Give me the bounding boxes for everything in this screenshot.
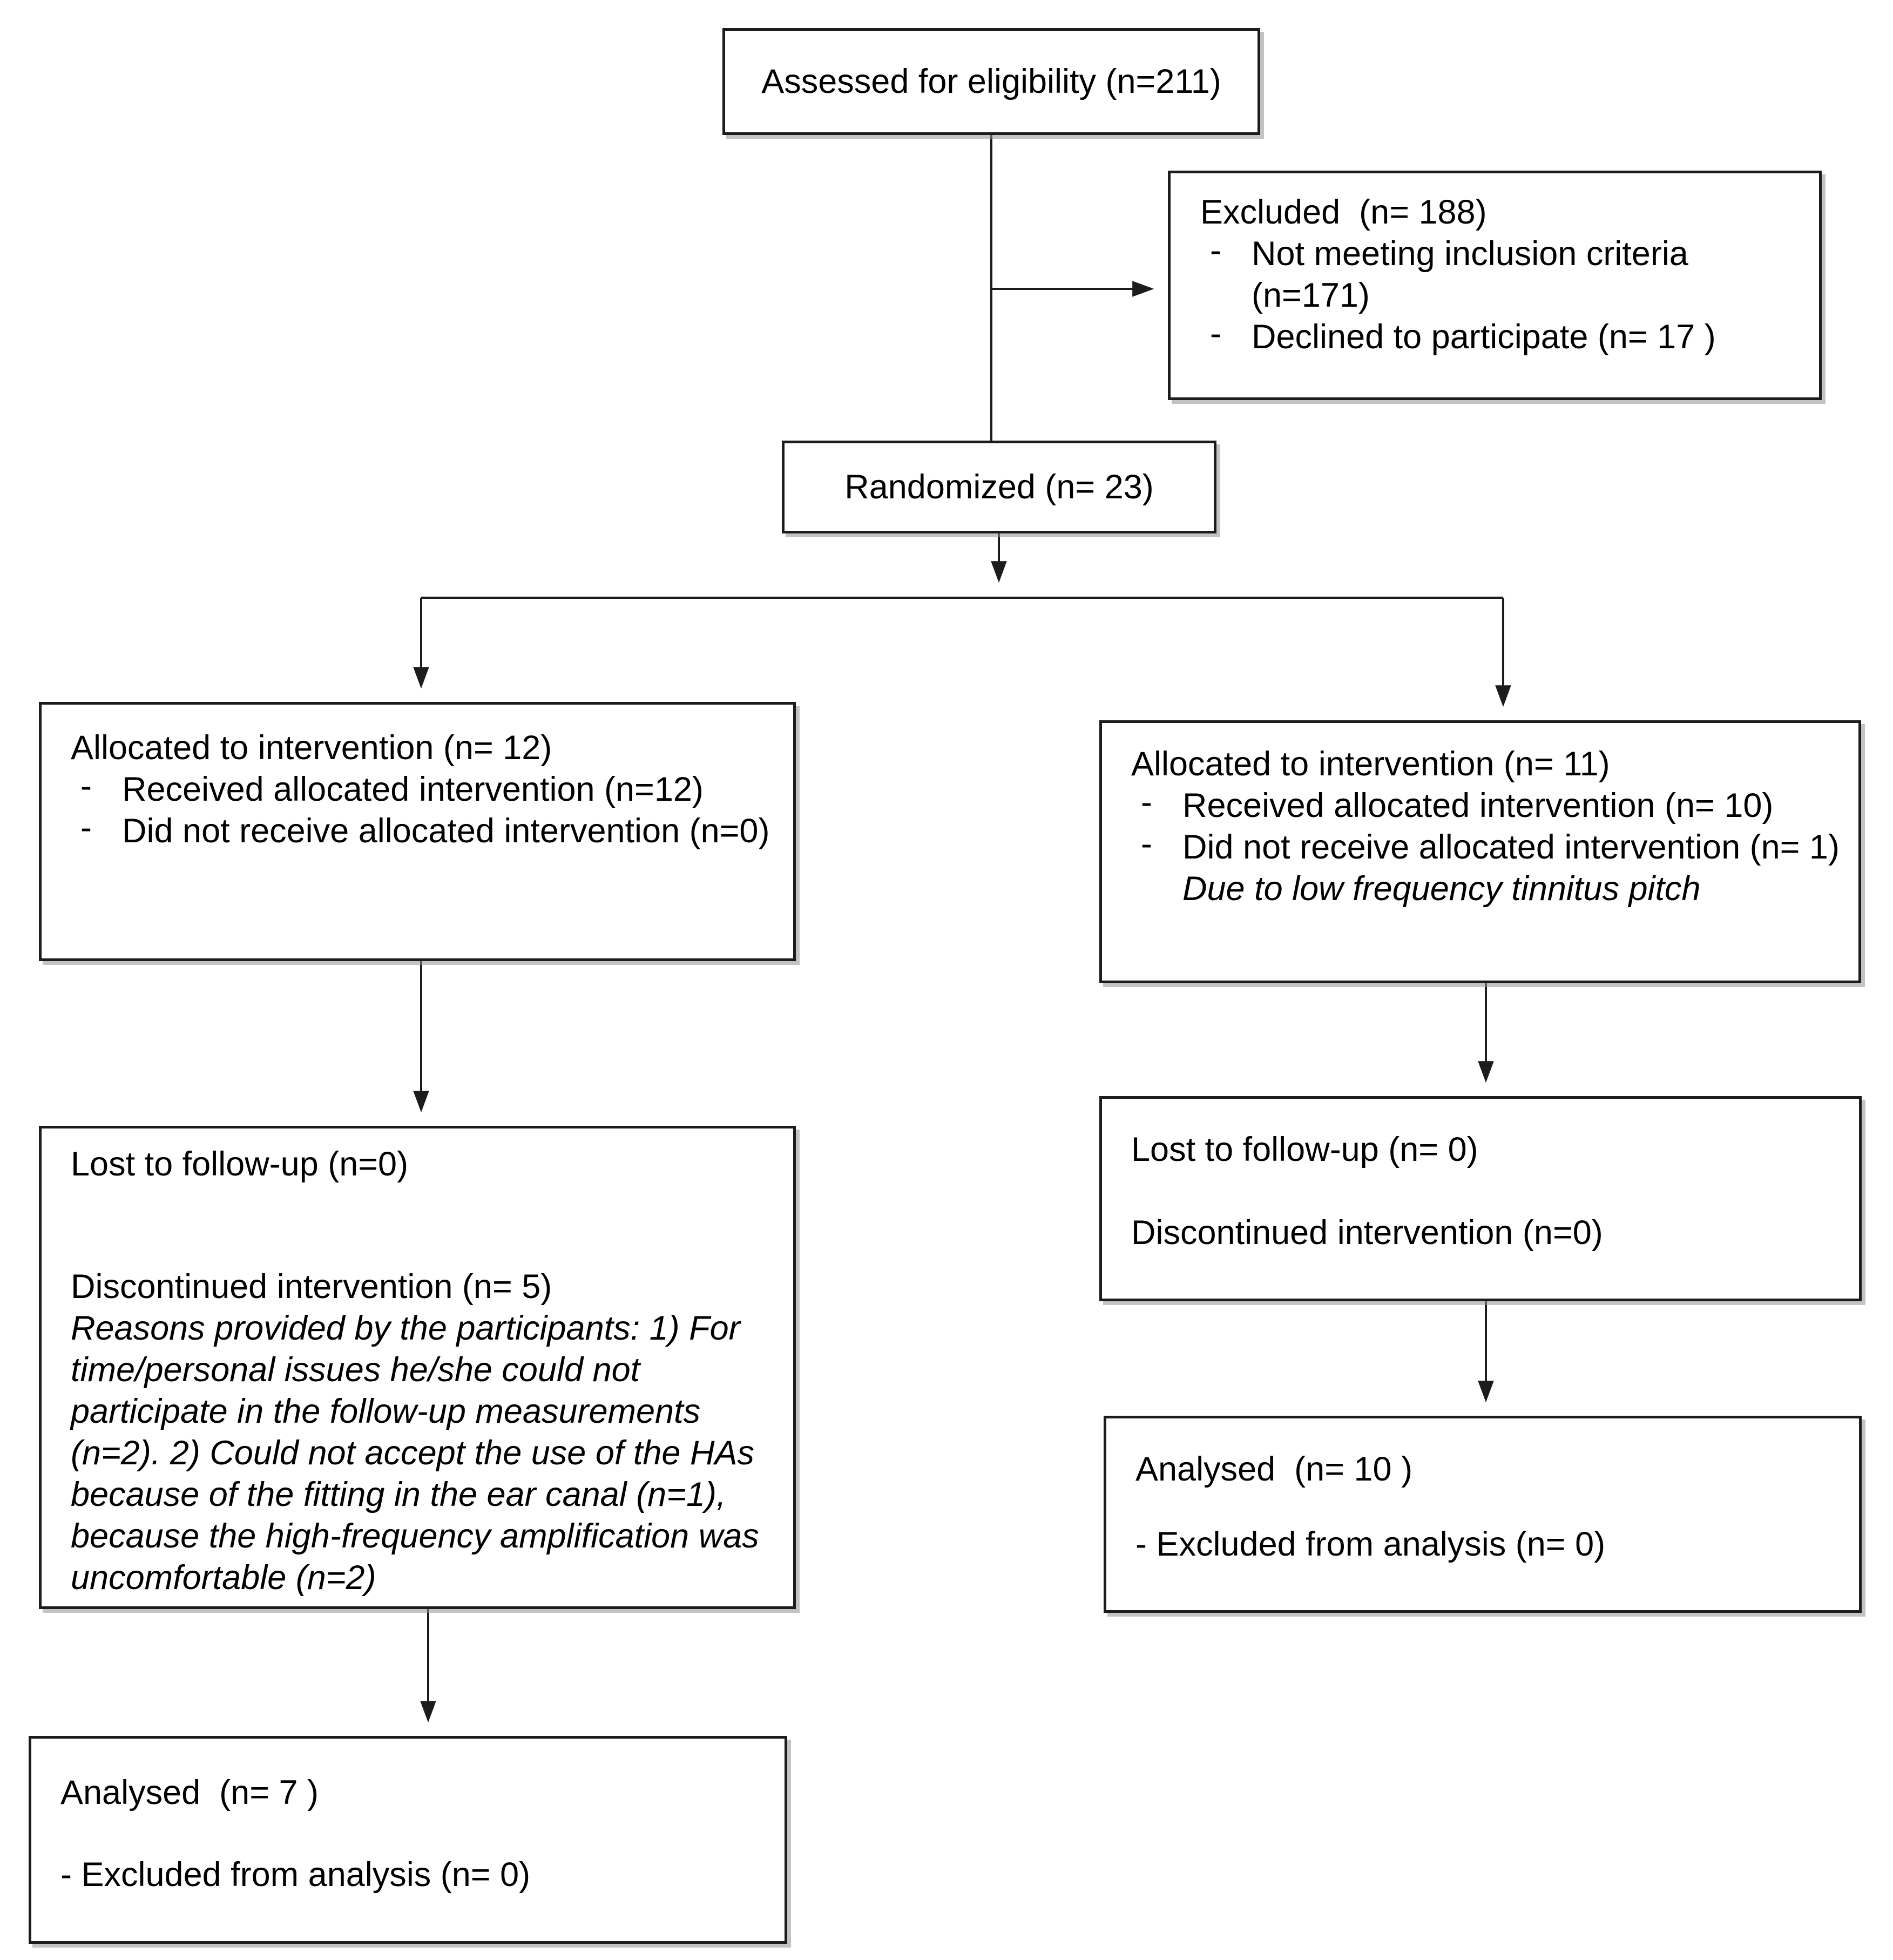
followup-right-box: Lost to follow-up (n= 0) Discontinued in… [1099, 1096, 1862, 1301]
bullet-dash-icon: - [80, 809, 92, 847]
bullet-dash-icon: - [1141, 825, 1152, 863]
followup-left-discontinued-label: Discontinued intervention (n= 5) [71, 1268, 552, 1306]
allocation-left-bullet-list: - Received allocated intervention (n=12)… [71, 767, 782, 852]
followup-right-lost-label: Lost to follow-up (n= 0) [1131, 1131, 1478, 1168]
allocation-left-box: Allocated to intervention (n= 12) - Rece… [39, 702, 796, 961]
allocation-right-not-received-label: Did not receive allocated intervention (… [1182, 828, 1840, 866]
allocation-left-received-label: Received allocated intervention (n=12) [122, 771, 704, 808]
allocation-right-bullet-received: - Received allocated intervention (n= 10… [1131, 783, 1848, 827]
analysed-right-box: Analysed (n= 10 ) - Excluded from analys… [1104, 1416, 1862, 1613]
bullet-dash-icon: - [1141, 783, 1152, 821]
assessed-eligibility-box: Assessed for eligibility (n=211) [722, 28, 1260, 135]
allocation-right-bullet-not-received: - Did not receive allocated intervention… [1131, 825, 1848, 910]
excluded-title: Excluded (n= 188) [1200, 193, 1487, 231]
analysed-right-title: Analysed (n= 10 ) [1135, 1450, 1413, 1488]
analysed-left-title: Analysed (n= 7 ) [60, 1774, 319, 1812]
excluded-bullet-list: - Not meeting inclusion criteria (n=171)… [1200, 232, 1797, 358]
followup-left-lost-label: Lost to follow-up (n=0) [71, 1145, 409, 1183]
allocation-right-title: Allocated to intervention (n= 11) [1131, 745, 1610, 783]
allocation-right-reason-note: Due to low frequency tinnitus pitch [1182, 870, 1701, 908]
allocation-right-box: Allocated to intervention (n= 11) - Rece… [1099, 720, 1861, 983]
allocation-right-bullet-list: - Received allocated intervention (n= 10… [1131, 783, 1848, 910]
excluded-bullet-declined: - Declined to participate (n= 17 ) [1200, 315, 1797, 358]
randomized-box: Randomized (n= 23) [782, 441, 1216, 533]
bullet-dash-icon: - [80, 767, 92, 805]
allocation-left-bullet-not-received: - Did not receive allocated intervention… [71, 809, 782, 852]
allocation-right-received-label: Received allocated intervention (n= 10) [1182, 787, 1774, 824]
allocation-left-title: Allocated to intervention (n= 12) [71, 729, 552, 767]
analysed-left-box: Analysed (n= 7 ) - Excluded from analysi… [29, 1736, 787, 1944]
bullet-dash-icon: - [1210, 232, 1221, 269]
excluded-bullet-not-meeting-label: Not meeting inclusion criteria (n=171) [1252, 235, 1698, 314]
excluded-box: Excluded (n= 188) - Not meeting inclusio… [1168, 171, 1822, 400]
excluded-bullet-not-meeting: - Not meeting inclusion criteria (n=171) [1200, 232, 1797, 316]
randomized-label: Randomized (n= 23) [844, 468, 1154, 506]
allocation-left-bullet-received: - Received allocated intervention (n=12) [71, 767, 782, 810]
analysed-right-excluded-label: - Excluded from analysis (n= 0) [1135, 1525, 1606, 1563]
followup-left-reasons-note: Reasons provided by the participants: 1)… [71, 1309, 769, 1597]
followup-left-box: Lost to follow-up (n=0) Discontinued int… [39, 1126, 796, 1609]
assessed-eligibility-label: Assessed for eligibility (n=211) [761, 62, 1221, 100]
analysed-left-excluded-label: - Excluded from analysis (n= 0) [60, 1856, 531, 1894]
followup-right-discontinued-label: Discontinued intervention (n=0) [1131, 1214, 1603, 1252]
allocation-left-not-received-label: Did not receive allocated intervention (… [122, 812, 770, 850]
bullet-dash-icon: - [1210, 315, 1221, 353]
excluded-bullet-declined-label: Declined to participate (n= 17 ) [1252, 318, 1716, 356]
